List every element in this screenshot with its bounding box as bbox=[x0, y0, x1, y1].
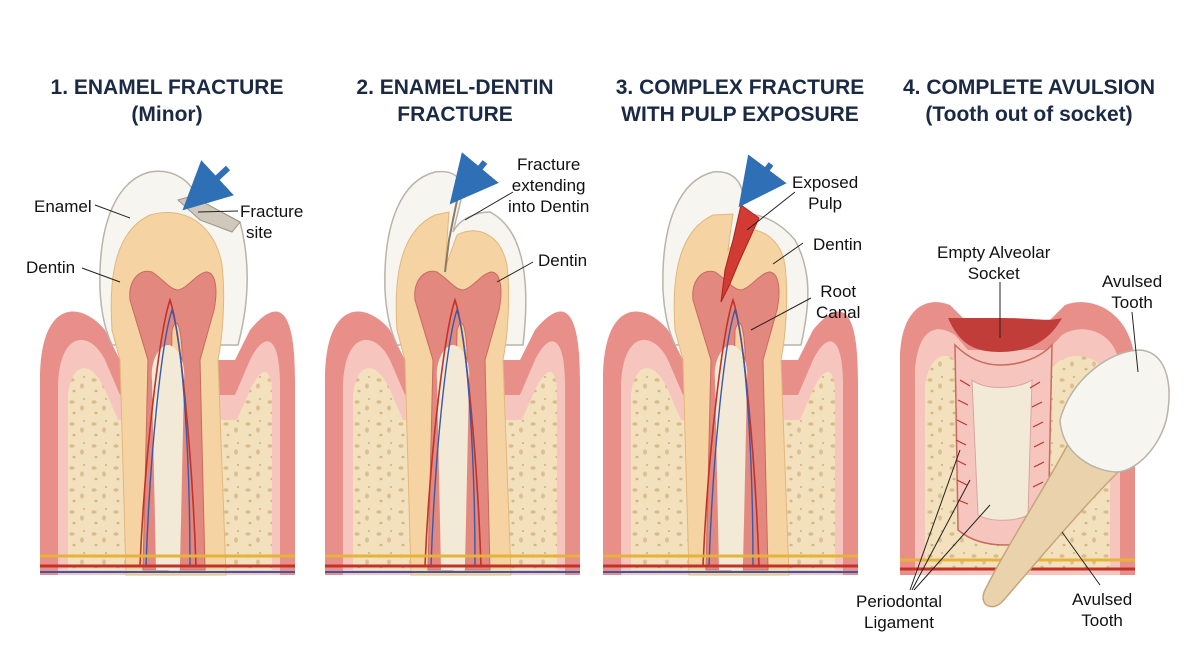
label-socket-line2: Socket bbox=[967, 264, 1020, 283]
nerve-blue bbox=[708, 307, 754, 567]
avulsed-top-leader bbox=[1131, 311, 1139, 373]
root-canal-inner bbox=[436, 345, 470, 570]
blood-vessel-red bbox=[139, 297, 197, 567]
panel-2-tooth-diagram bbox=[325, 152, 580, 576]
panel-2-title-line1: 2. ENAMEL-DENTIN bbox=[356, 76, 554, 99]
label-avulsed-top-line1: Avulsed bbox=[1102, 272, 1163, 291]
label-periodontal-ligament: Periodontal Ligament bbox=[856, 591, 942, 633]
label-fracture-site: Fracture site bbox=[240, 201, 303, 243]
label-exposed-line1: Exposed bbox=[792, 173, 859, 192]
dentin-leader bbox=[81, 267, 121, 283]
empty-socket-blood bbox=[948, 318, 1062, 352]
label-enamel: Enamel bbox=[34, 197, 92, 216]
label-fracture-line2: extending bbox=[511, 176, 586, 195]
label-dentin-2: Dentin bbox=[538, 251, 588, 270]
label-fracture-site-line1: Fracture bbox=[240, 202, 304, 221]
panel-3-title-line2: WITH PULP EXPOSURE bbox=[621, 103, 859, 126]
label-fracture-site-line2: site bbox=[246, 223, 273, 242]
panel-3-tooth-diagram bbox=[603, 154, 858, 576]
label-empty-socket: Empty Alveolar Socket bbox=[937, 242, 1050, 284]
dentin-leader bbox=[772, 242, 804, 265]
label-root-canal: Root Canal bbox=[816, 281, 860, 323]
root-canal-inner bbox=[714, 345, 748, 570]
label-exposed-line2: Pulp bbox=[808, 194, 843, 213]
dentin-leader bbox=[496, 261, 534, 283]
nerve-blue bbox=[145, 307, 191, 567]
label-socket-line1: Empty Alveolar bbox=[937, 243, 1051, 262]
exposed-pulp bbox=[720, 204, 760, 303]
label-fracture-line1: Fracture bbox=[516, 155, 581, 174]
label-avulsed-top-line2: Tooth bbox=[1111, 293, 1153, 312]
root-canal-leader bbox=[750, 297, 812, 331]
label-avulsed-tooth-bottom: Avulsed Tooth bbox=[1072, 589, 1132, 631]
panel-1-title-line2: (Minor) bbox=[131, 103, 203, 126]
socket-inner bbox=[971, 378, 1033, 521]
root-canal-inner bbox=[151, 345, 185, 570]
label-root-line2: Canal bbox=[816, 303, 861, 322]
pdl-leader-2 bbox=[911, 479, 971, 591]
nerve-blue bbox=[430, 307, 476, 567]
blood-vessel-red bbox=[702, 297, 760, 567]
label-avulsed-tooth-top: Avulsed Tooth bbox=[1102, 271, 1162, 313]
label-avulsed-bottom-line2: Tooth bbox=[1081, 611, 1123, 630]
panel-1-title: 1. ENAMEL FRACTURE (Minor) bbox=[22, 74, 312, 128]
pulp bbox=[692, 270, 780, 571]
pulp bbox=[414, 270, 502, 571]
label-exposed-pulp: Exposed Pulp bbox=[792, 172, 858, 214]
fracture-site-leader bbox=[197, 210, 239, 213]
pdl-leader-1 bbox=[909, 449, 961, 591]
avulsed-bottom-leader bbox=[1061, 531, 1101, 586]
panel-4-socket-diagram bbox=[900, 282, 1170, 608]
label-root-line1: Root bbox=[820, 282, 857, 301]
label-avulsed-bottom-line1: Avulsed bbox=[1072, 590, 1133, 609]
fracture-arrow bbox=[449, 152, 499, 205]
panel-1-title-line1: 1. ENAMEL FRACTURE bbox=[50, 76, 284, 99]
label-pdl-line1: Periodontal bbox=[856, 592, 943, 611]
label-pdl-line2: Ligament bbox=[864, 613, 934, 632]
panel-4-title-line1: 4. COMPLETE AVULSION bbox=[902, 76, 1156, 99]
panel-2-title: 2. ENAMEL-DENTIN FRACTURE bbox=[310, 74, 600, 128]
label-dentin-1: Dentin bbox=[26, 258, 76, 277]
avulsed-tooth-root bbox=[982, 438, 1122, 608]
periodontal-ligament-fibers bbox=[955, 379, 1045, 507]
panel-3-title-line1: 3. COMPLEX FRACTURE bbox=[615, 76, 865, 99]
fracture-arrow bbox=[182, 160, 234, 211]
pdl-leader-3 bbox=[913, 504, 991, 591]
panel-4-title: 4. COMPLETE AVULSION (Tooth out of socke… bbox=[884, 74, 1174, 128]
panel-2-title-line2: FRACTURE bbox=[397, 103, 513, 126]
pulp bbox=[129, 270, 217, 571]
panel-3-title: 3. COMPLEX FRACTURE WITH PULP EXPOSURE bbox=[595, 74, 885, 128]
label-dentin-3: Dentin bbox=[813, 235, 863, 254]
enamel-leader bbox=[94, 204, 131, 219]
label-fracture-line3: into Dentin bbox=[508, 197, 590, 216]
fracture-arrow bbox=[738, 154, 787, 208]
panel-4-title-line2: (Tooth out of socket) bbox=[925, 103, 1133, 126]
fracture-leader bbox=[464, 191, 514, 221]
label-fracture-into-dentin: Fracture extending into Dentin bbox=[508, 154, 589, 217]
panel-1-tooth-diagram bbox=[40, 160, 295, 576]
blood-vessel-red bbox=[424, 297, 482, 567]
avulsed-tooth-crown bbox=[1059, 349, 1170, 473]
exposed-pulp-leader bbox=[746, 191, 796, 231]
